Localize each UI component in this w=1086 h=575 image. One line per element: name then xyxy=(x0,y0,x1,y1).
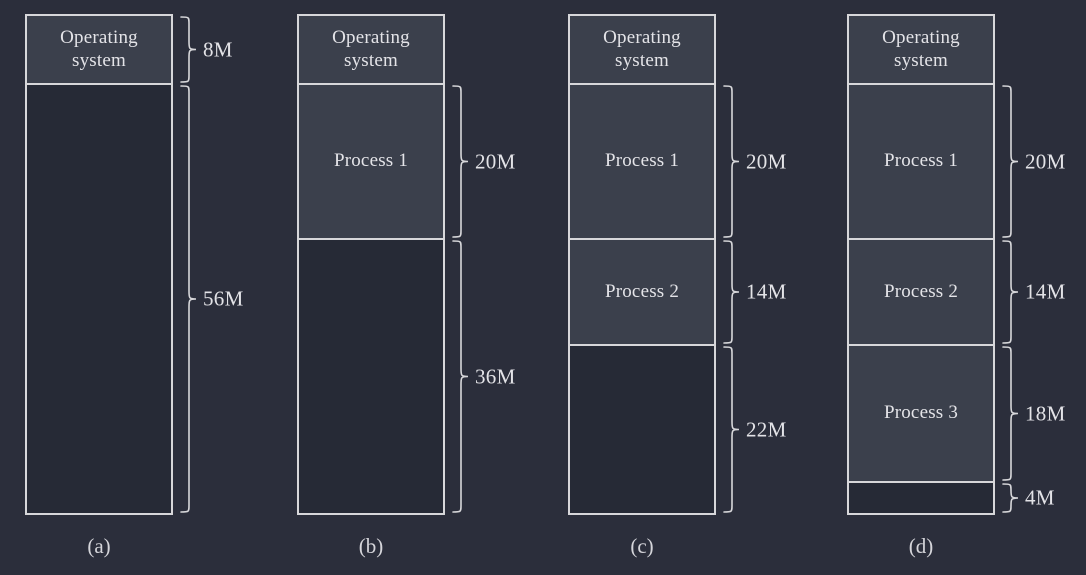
dimension-brace xyxy=(1002,346,1019,481)
memory-segment-process-3: Process 3 xyxy=(849,346,993,483)
dimension-brace xyxy=(723,85,740,238)
dimension-brace xyxy=(1002,240,1019,344)
dimension-brace xyxy=(452,85,469,238)
process-3-label: Process 3 xyxy=(883,402,959,424)
dimension-brace xyxy=(723,240,740,344)
measurement-free-size: 4M xyxy=(1001,483,1086,513)
measurement-free-size: 56M xyxy=(179,85,299,513)
panel-caption-a: (a) xyxy=(87,534,111,558)
panel-caption-b: (b) xyxy=(358,534,384,558)
measurement-value: 36M xyxy=(475,364,516,388)
memory-segment-free-memory xyxy=(299,240,443,513)
process-1-label: Process 1 xyxy=(883,150,959,172)
measurement-value: 56M xyxy=(203,286,244,311)
dimension-brace xyxy=(180,16,197,83)
measurement-value: 18M xyxy=(1025,401,1066,425)
measurement-process-2-size: 14M xyxy=(1001,240,1086,344)
measurement-value: 20M xyxy=(746,149,787,173)
measurement-value: 22M xyxy=(746,417,787,441)
measurement-os-size: 8M xyxy=(179,16,299,83)
memory-segment-process-2: Process 2 xyxy=(849,240,993,346)
measurement-process-1-size: 20M xyxy=(1001,85,1086,238)
measurement-free-size: 22M xyxy=(722,346,842,513)
dimension-brace xyxy=(1002,483,1019,513)
dimension-brace xyxy=(723,346,740,513)
memory-segment-free-memory xyxy=(849,483,993,513)
measurement-process-3-size: 18M xyxy=(1001,346,1086,481)
measurement-free-size: 36M xyxy=(451,240,571,513)
measurement-value: 20M xyxy=(475,149,516,173)
memory-segment-free-memory xyxy=(27,85,171,513)
measurement-value: 4M xyxy=(1025,485,1055,510)
dimension-brace xyxy=(1002,85,1019,238)
dimension-brace xyxy=(452,240,469,513)
memory-segment-process-1: Process 1 xyxy=(299,85,443,240)
dimension-brace xyxy=(180,85,197,513)
measurement-value: 8M xyxy=(203,37,233,61)
measurement-process-2-size: 14M xyxy=(722,240,842,344)
memory-segment-process-2: Process 2 xyxy=(570,240,714,346)
memory-segment-process-1: Process 1 xyxy=(570,85,714,240)
process-1-label: Process 1 xyxy=(333,150,409,172)
process-2-label: Process 2 xyxy=(883,280,959,302)
measurement-value: 14M xyxy=(1025,279,1066,304)
process-2-label: Process 2 xyxy=(604,280,680,302)
process-1-label: Process 1 xyxy=(604,150,680,172)
memory-segment-free-memory xyxy=(570,346,714,513)
measurement-value: 20M xyxy=(1025,149,1066,173)
measurement-process-1-size: 20M xyxy=(722,85,842,238)
panel-caption-d: (d) xyxy=(908,534,934,558)
measurement-value: 14M xyxy=(746,279,787,304)
measurement-process-1-size: 20M xyxy=(451,85,571,238)
memory-segment-process-1: Process 1 xyxy=(849,85,993,240)
panel-caption-c: (c) xyxy=(630,534,654,558)
